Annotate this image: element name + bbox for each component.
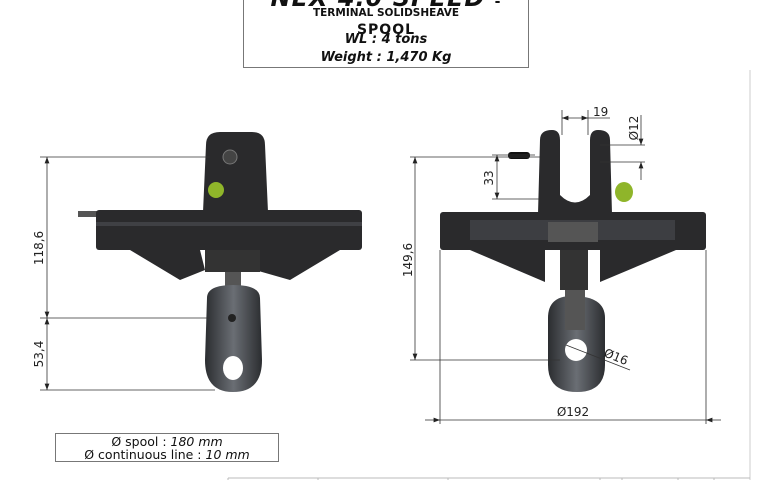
- subtitle: TERMINAL SOLIDSHEAVE: [312, 7, 460, 19]
- note-line-label: Ø continuous line :: [84, 447, 206, 462]
- dim-clevis-width: 19: [593, 105, 608, 119]
- dim-height-upper: 118,6: [32, 231, 46, 265]
- note-spool-label: Ø spool :: [111, 434, 171, 449]
- note-line-value: 10 mm: [205, 447, 250, 462]
- working-load: WL : 4 tons: [344, 32, 428, 47]
- left-view-dimensions: [40, 156, 215, 391]
- right-view-part: [440, 130, 706, 392]
- model-name: NEX 4.0 SPEED - SPOOL: [244, 0, 528, 40]
- knob-icon: [615, 182, 633, 202]
- dim-total-height: 149,6: [401, 243, 415, 277]
- note-spool-value: 180 mm: [170, 434, 223, 449]
- note-line: Ø continuous line : 10 mm: [56, 448, 278, 461]
- model-text: NEX 4.0 SPEED: [271, 0, 486, 12]
- title-block: NEX 4.0 SPEED - SPOOL TERMINAL SOLIDSHEA…: [243, 0, 529, 68]
- dim-pin-diameter: Ø12: [627, 116, 641, 141]
- dim-spool-diameter: Ø192: [557, 405, 589, 419]
- note-spool: Ø spool : 180 mm: [56, 435, 278, 448]
- dim-height-lower: 53,4: [32, 341, 46, 368]
- model-suffix: - SPOOL: [356, 0, 502, 38]
- knob-icon: [208, 182, 224, 198]
- right-view-dimensions: [410, 110, 721, 424]
- weight: Weight : 1,470 Kg: [320, 50, 452, 65]
- dim-clevis-depth: 33: [482, 170, 496, 185]
- left-view-part: [78, 132, 362, 392]
- spec-notes: Ø spool : 180 mm Ø continuous line : 10 …: [55, 433, 279, 462]
